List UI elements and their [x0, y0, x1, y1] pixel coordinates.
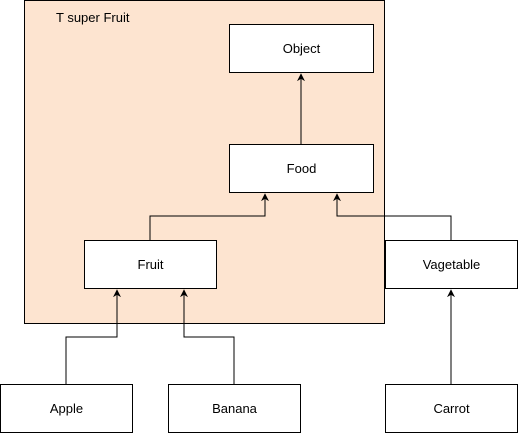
object-node[interactable]: Object — [229, 24, 374, 73]
carrot-node[interactable]: Carrot — [385, 384, 518, 433]
apple-node[interactable]: Apple — [0, 384, 133, 433]
food-node[interactable]: Food — [229, 144, 374, 193]
fruit-node[interactable]: Fruit — [84, 240, 217, 289]
vegetable-node[interactable]: Vagetable — [385, 240, 518, 289]
region-label: T super Fruit — [56, 10, 130, 25]
banana-node[interactable]: Banana — [168, 384, 301, 433]
